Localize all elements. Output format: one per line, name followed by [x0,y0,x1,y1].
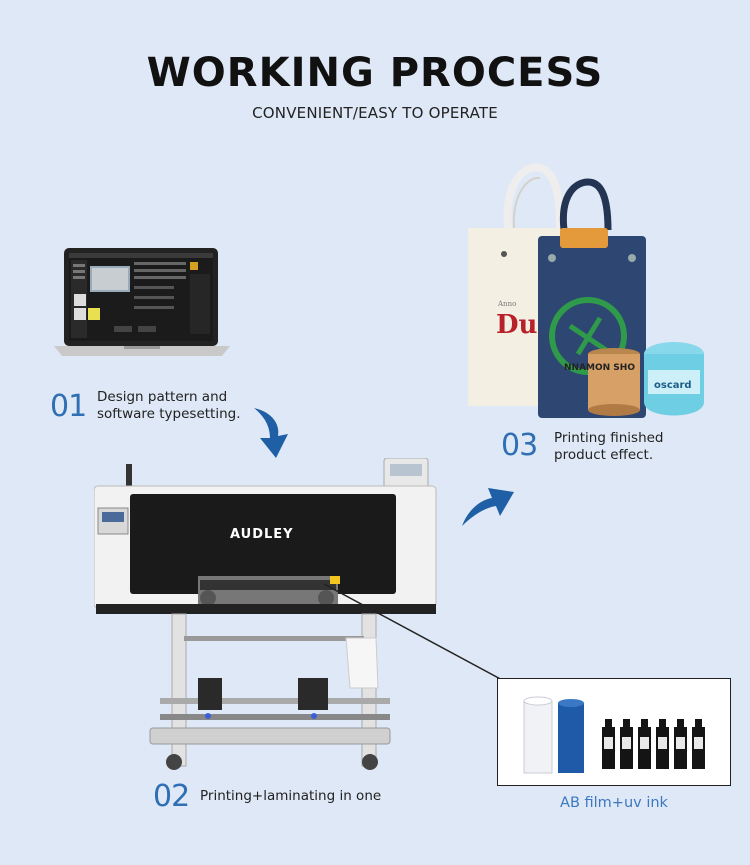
step-03-number: 03 [501,428,538,463]
step-01-text: Design pattern and software typesetting. [97,389,241,422]
curved-arrow-down-icon [254,408,288,458]
svg-text:Anno: Anno [497,300,516,308]
uv-printer-illustration [94,458,437,770]
consumables-illustration [523,696,705,774]
step-02-number: 02 [153,779,190,814]
svg-text:oscard: oscard [654,380,692,391]
page-title: WORKING PROCESS [146,50,604,96]
step-01-number: 01 [50,389,87,424]
laptop-illustration [54,248,230,356]
printer-brand-label: AUDLEY [230,527,294,542]
step-02-text: Printing+laminating in one [200,788,382,804]
step-03-text: Printing finished product effect. [554,430,664,463]
finished-products-illustration: Dui Anno NNAMON SHO oscard [468,163,704,418]
curved-arrow-up-icon [462,488,514,526]
page-subtitle: CONVENIENT/EASY TO OPERATE [252,104,498,122]
svg-text:NNAMON SHO: NNAMON SHO [564,363,635,373]
consumables-box [497,678,731,786]
consumables-caption: AB film+uv ink [560,795,668,811]
